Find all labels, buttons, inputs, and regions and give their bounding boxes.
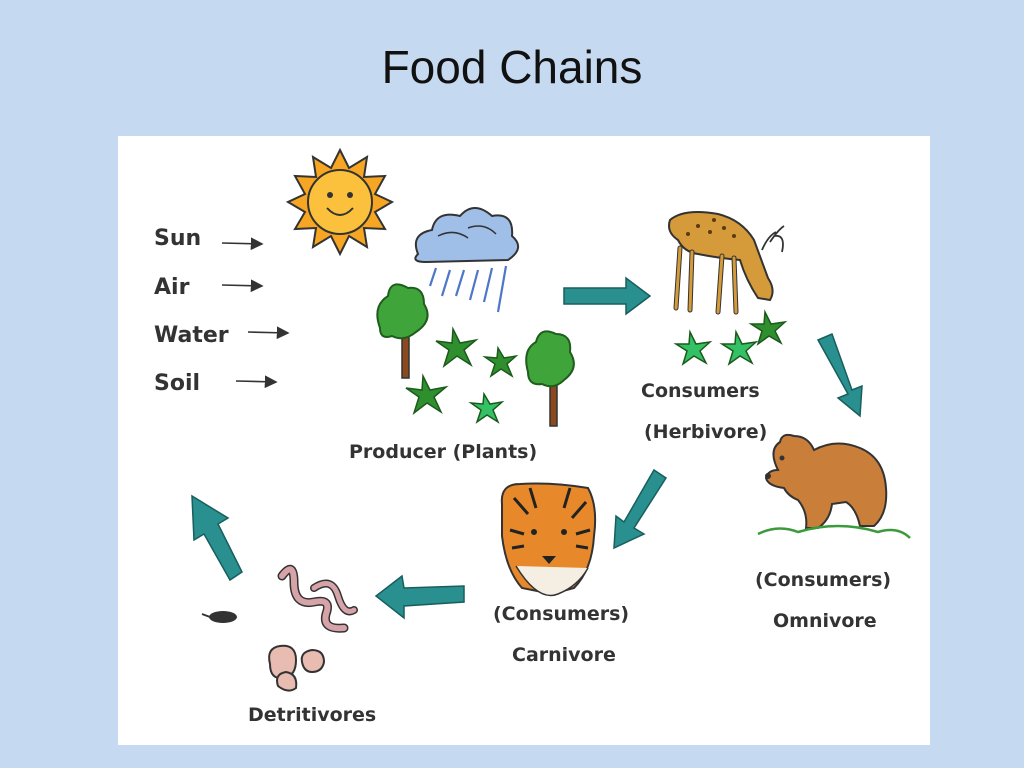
arrow-producer-to-herbivore	[563, 276, 652, 316]
detritivores-label: Detritivores	[248, 704, 377, 726]
arrow-detritivores-to-producer	[191, 494, 243, 582]
carnivore-label-line1: (Consumers)	[493, 603, 630, 625]
input-label-sun: Sun	[154, 226, 202, 251]
mushroom-icon	[268, 644, 326, 692]
beetle-icon	[201, 611, 237, 623]
plant-icon	[468, 391, 505, 424]
arrow-herbivore-to-carnivore	[613, 468, 668, 550]
carnivore-label-line2: Carnivore	[512, 644, 616, 666]
input-arrow-soil	[235, 375, 278, 389]
page-title: Food Chains	[381, 41, 643, 93]
producer-label: Producer (Plants)	[349, 441, 538, 463]
sun-icon	[285, 147, 395, 257]
rain-cloud-icon	[414, 207, 519, 313]
deer-icon	[668, 211, 785, 315]
tree-icon	[376, 283, 429, 379]
arrow-carnivore-to-detritivores	[374, 574, 465, 620]
plant-icon	[748, 309, 788, 346]
herbivore-label-line2: (Herbivore)	[644, 421, 768, 443]
arrow-herbivore-to-omnivore	[816, 332, 863, 418]
omnivore-label-line2: Omnivore	[773, 610, 877, 632]
worm-icon	[277, 564, 358, 633]
herbivore-label-line1: Consumers	[641, 380, 760, 402]
input-arrow-water	[247, 326, 290, 340]
omnivore-label-line1: (Consumers)	[755, 569, 892, 591]
input-arrow-sun	[221, 237, 264, 251]
input-label-soil: Soil	[154, 371, 201, 396]
diagram-panel: Sun Air Water Soil Producer (Plants) Con…	[118, 136, 930, 745]
bear-icon	[757, 433, 911, 539]
tree-icon	[525, 330, 575, 427]
input-arrow-air	[221, 279, 264, 293]
diagram-art	[191, 147, 911, 692]
tiger-icon	[500, 482, 597, 597]
plant-icon	[405, 326, 519, 416]
input-label-water: Water	[154, 323, 229, 348]
input-label-air: Air	[154, 275, 190, 300]
plant-icon	[673, 329, 759, 366]
